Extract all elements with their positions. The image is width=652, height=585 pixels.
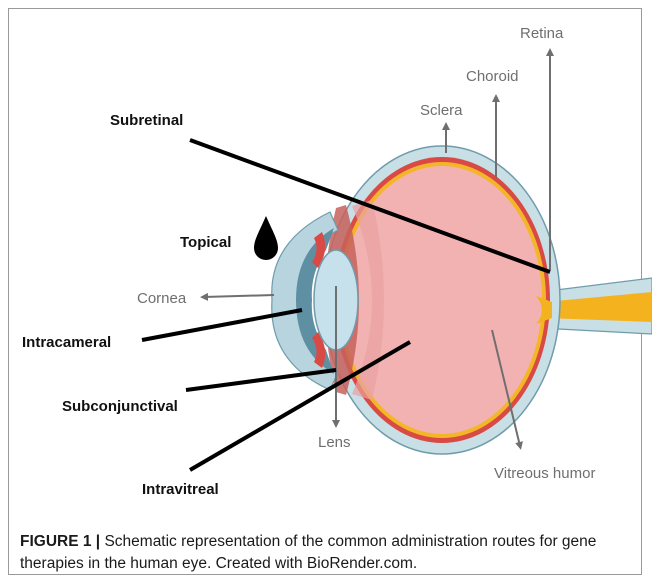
sclera-label: Sclera — [420, 102, 463, 119]
intracameral-label: Intracameral — [22, 334, 111, 351]
topical-label: Topical — [180, 234, 231, 251]
intravitreal-label: Intravitreal — [142, 481, 219, 498]
choroid-label: Choroid — [466, 68, 519, 85]
drop-icon — [254, 216, 278, 260]
vitreous-label: Vitreous humor — [494, 465, 595, 482]
cornea-arrow — [204, 295, 274, 297]
caption-text: Schematic representation of the common a… — [20, 533, 596, 572]
cornea-label: Cornea — [137, 290, 187, 307]
subconjunctival-label: Subconjunctival — [62, 398, 178, 415]
lens-label: Lens — [318, 434, 351, 451]
retina-label: Retina — [520, 25, 564, 42]
eye-diagram: Retina Choroid Sclera Cornea Lens Vitreo… — [0, 0, 652, 530]
subretinal-label: Subretinal — [110, 112, 183, 129]
figure-number: FIGURE 1 | — [20, 533, 100, 550]
figure-caption: FIGURE 1 | Schematic representation of t… — [20, 531, 640, 575]
